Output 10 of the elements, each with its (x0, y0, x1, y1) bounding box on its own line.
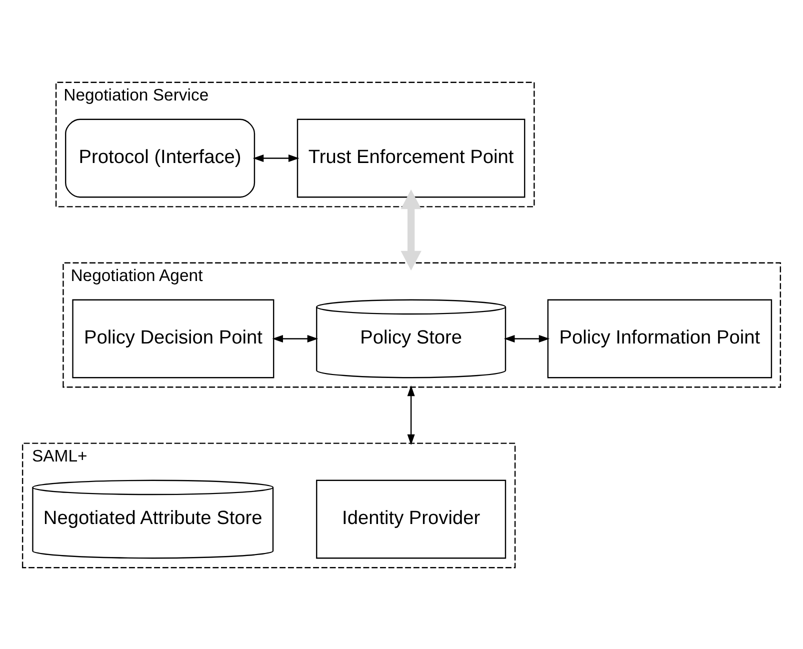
arrow (400, 189, 422, 270)
arrow (272, 334, 318, 342)
arrow (407, 384, 415, 445)
node-box: Identity Provider (316, 479, 506, 558)
arrow (504, 334, 550, 342)
node-box: Policy Information Point (547, 298, 772, 378)
arrow (252, 154, 300, 162)
node-box: Trust Enforcement Point (296, 118, 526, 198)
node-box: Protocol (Interface) (65, 118, 256, 198)
node-box: Policy Decision Point (72, 298, 274, 378)
